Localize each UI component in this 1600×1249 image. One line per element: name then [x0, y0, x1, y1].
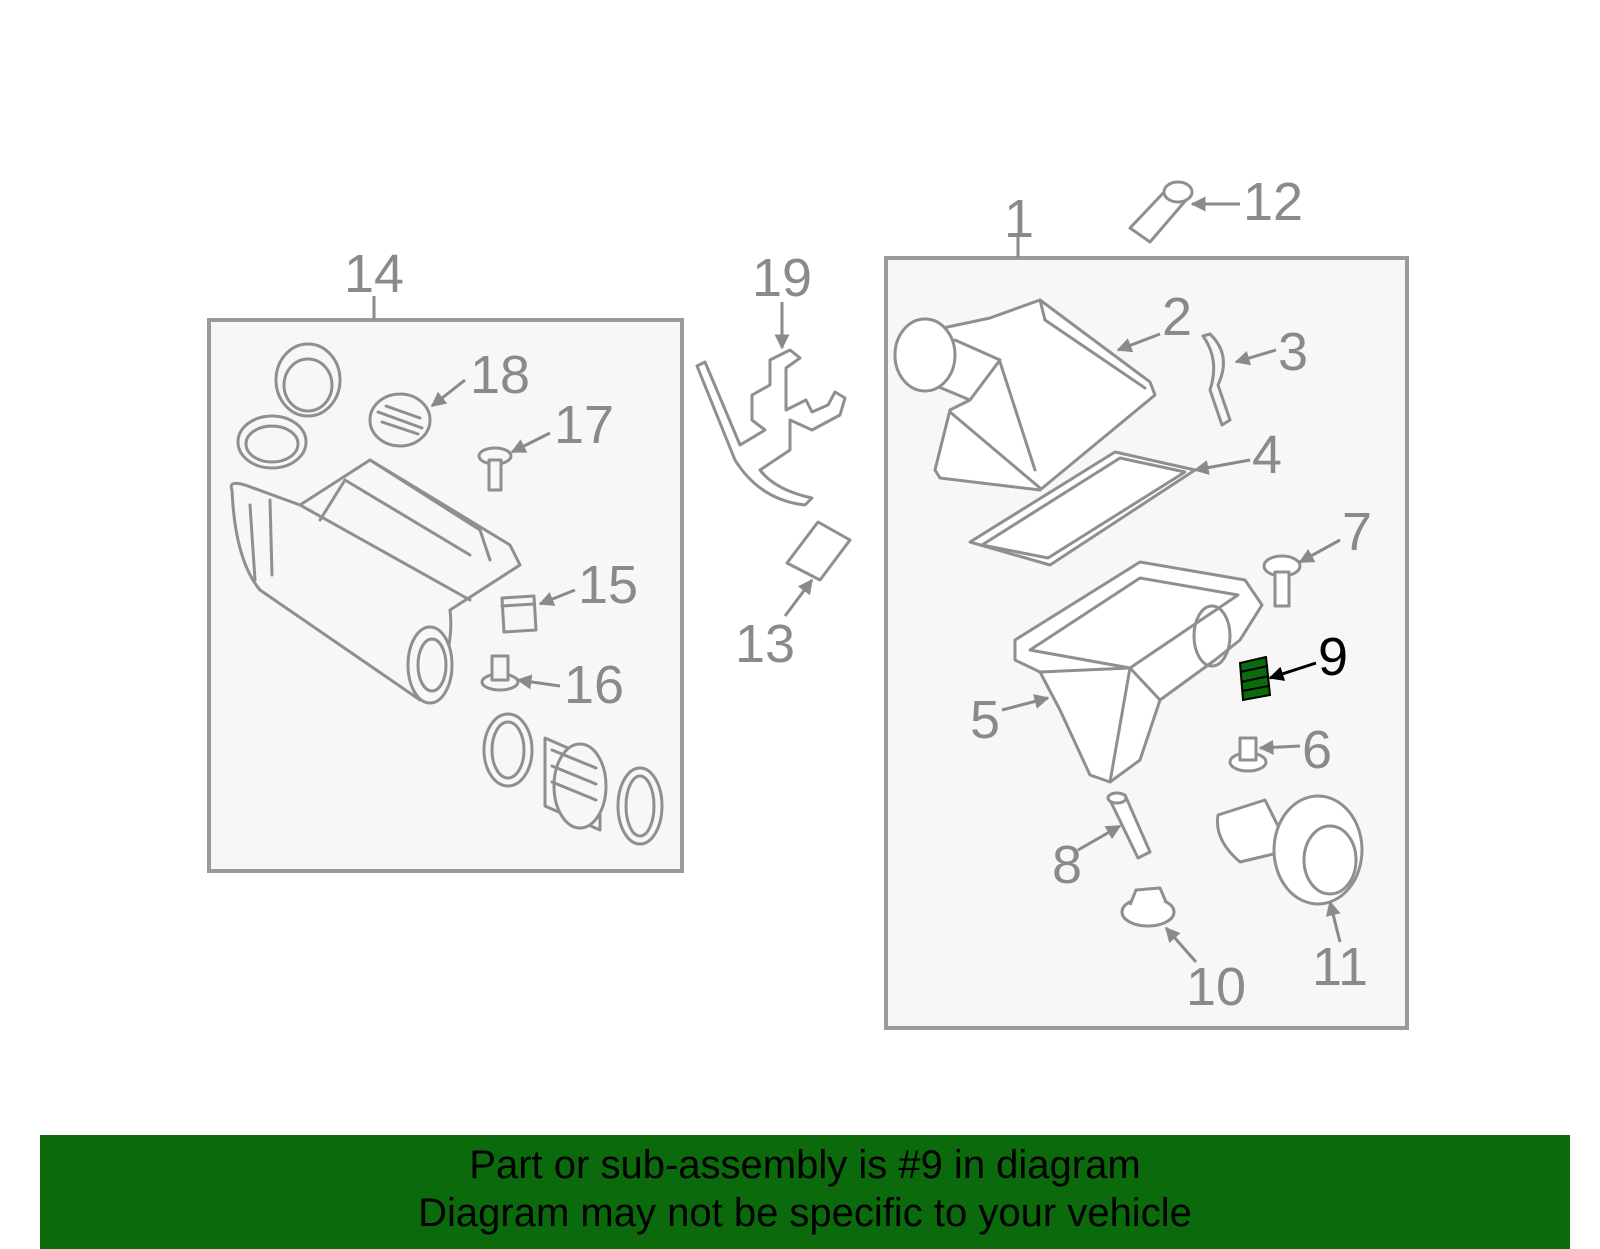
- info-banner: Part or sub-assembly is #9 in diagram Di…: [40, 1135, 1570, 1249]
- label-10[interactable]: 10: [1186, 957, 1246, 1017]
- intake-duct-drawing: [229, 458, 522, 705]
- label-17[interactable]: 17: [554, 395, 614, 455]
- coupler-rings-drawing: [236, 342, 342, 470]
- part-16-drawing: [480, 654, 520, 692]
- assembly-14-group: 14 18 17: [207, 244, 684, 873]
- hose-clamps-drawing: [482, 712, 664, 846]
- bracket-19-drawing: [695, 348, 847, 507]
- label-14[interactable]: 14: [344, 244, 404, 304]
- part-11-drawing: [1215, 794, 1364, 906]
- part-10-drawing: [1120, 886, 1176, 928]
- label-1[interactable]: 1: [1004, 189, 1034, 249]
- label-8[interactable]: 8: [1052, 835, 1082, 895]
- assembly-1-group: 1 12 2 3 4 7: [884, 172, 1409, 1030]
- label-7[interactable]: 7: [1342, 502, 1372, 562]
- label-12[interactable]: 12: [1243, 172, 1303, 232]
- label-19[interactable]: 19: [752, 248, 812, 308]
- label-4[interactable]: 4: [1252, 425, 1282, 485]
- label-9[interactable]: 9: [1318, 627, 1348, 687]
- label-5[interactable]: 5: [970, 690, 1000, 750]
- label-11[interactable]: 11: [1312, 937, 1368, 997]
- bracket-19-group: 19: [695, 248, 847, 507]
- label-6[interactable]: 6: [1302, 720, 1332, 780]
- part-7-drawing: [1262, 554, 1302, 608]
- banner-line-1: Part or sub-assembly is #9 in diagram: [469, 1143, 1141, 1187]
- label-3[interactable]: 3: [1278, 322, 1308, 382]
- part-17-drawing: [477, 446, 513, 492]
- part-8-drawing: [1106, 791, 1152, 860]
- part-6-drawing: [1228, 736, 1268, 773]
- part-2-drawing: [893, 298, 1157, 492]
- label-13[interactable]: 13: [735, 614, 795, 674]
- label-15[interactable]: 15: [578, 555, 638, 615]
- label-16[interactable]: 16: [564, 655, 624, 715]
- part-5-drawing: [1013, 560, 1264, 784]
- part-9-drawing[interactable]: [1238, 655, 1272, 702]
- banner-line-2: Diagram may not be specific to your vehi…: [418, 1191, 1192, 1235]
- part-12-drawing: [1128, 180, 1194, 244]
- label-18[interactable]: 18: [470, 345, 530, 405]
- part-15-drawing: [500, 594, 538, 634]
- label-2[interactable]: 2: [1162, 287, 1192, 347]
- part-13-drawing: [785, 520, 852, 582]
- label-13-group: 13: [735, 520, 852, 674]
- part-3-drawing: [1201, 332, 1232, 427]
- part-18-drawing: [368, 392, 432, 448]
